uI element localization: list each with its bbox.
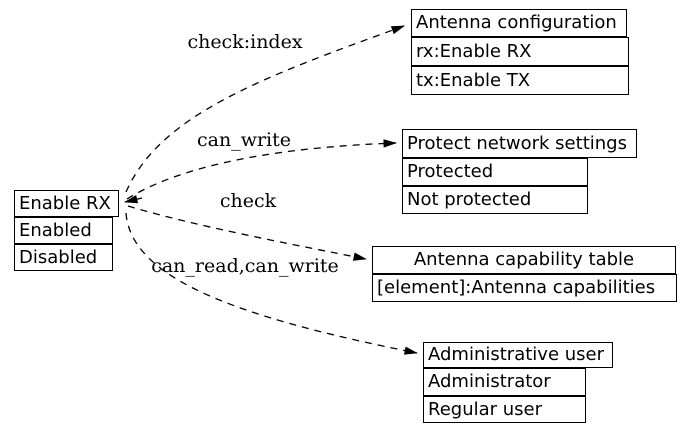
node-antenna-configuration-header: Antenna configuration [411, 9, 627, 37]
node-antenna-configuration-row-rx: rx:Enable RX [411, 37, 629, 66]
edge-can-read-can-write [125, 212, 418, 355]
edge-label-check: check [219, 190, 277, 212]
node-enable-rx-header: Enable RX [14, 190, 119, 217]
node-protect-network-settings-row-protected: Protected [402, 158, 588, 186]
node-antenna-configuration-row-tx: tx:Enable TX [411, 66, 629, 95]
edge-check-index [125, 25, 405, 193]
node-protect-network-settings-row-not-protected: Not protected [402, 186, 588, 214]
edge-label-can-read-can-write: can_read,can_write [151, 255, 339, 277]
edge-label-can-write: can_write [196, 129, 291, 151]
node-enable-rx-row-enabled: Enabled [14, 217, 113, 244]
node-administrative-user-row-regular-user: Regular user [423, 396, 586, 423]
edge-can-write [126, 139, 397, 200]
edge-label-check-index: check:index [187, 31, 303, 53]
node-antenna-capability-table-row-element: [element]:Antenna capabilities [372, 274, 677, 302]
node-administrative-user-row-administrator: Administrator [423, 368, 586, 396]
edge-check [127, 205, 367, 261]
node-protect-network-settings-header: Protect network settings [402, 129, 637, 158]
node-antenna-capability-table-header: Antenna capability table [372, 246, 676, 274]
node-enable-rx-row-disabled: Disabled [14, 244, 113, 271]
node-administrative-user-header: Administrative user [423, 342, 613, 368]
arrowhead-into-enable-rx [124, 195, 143, 204]
